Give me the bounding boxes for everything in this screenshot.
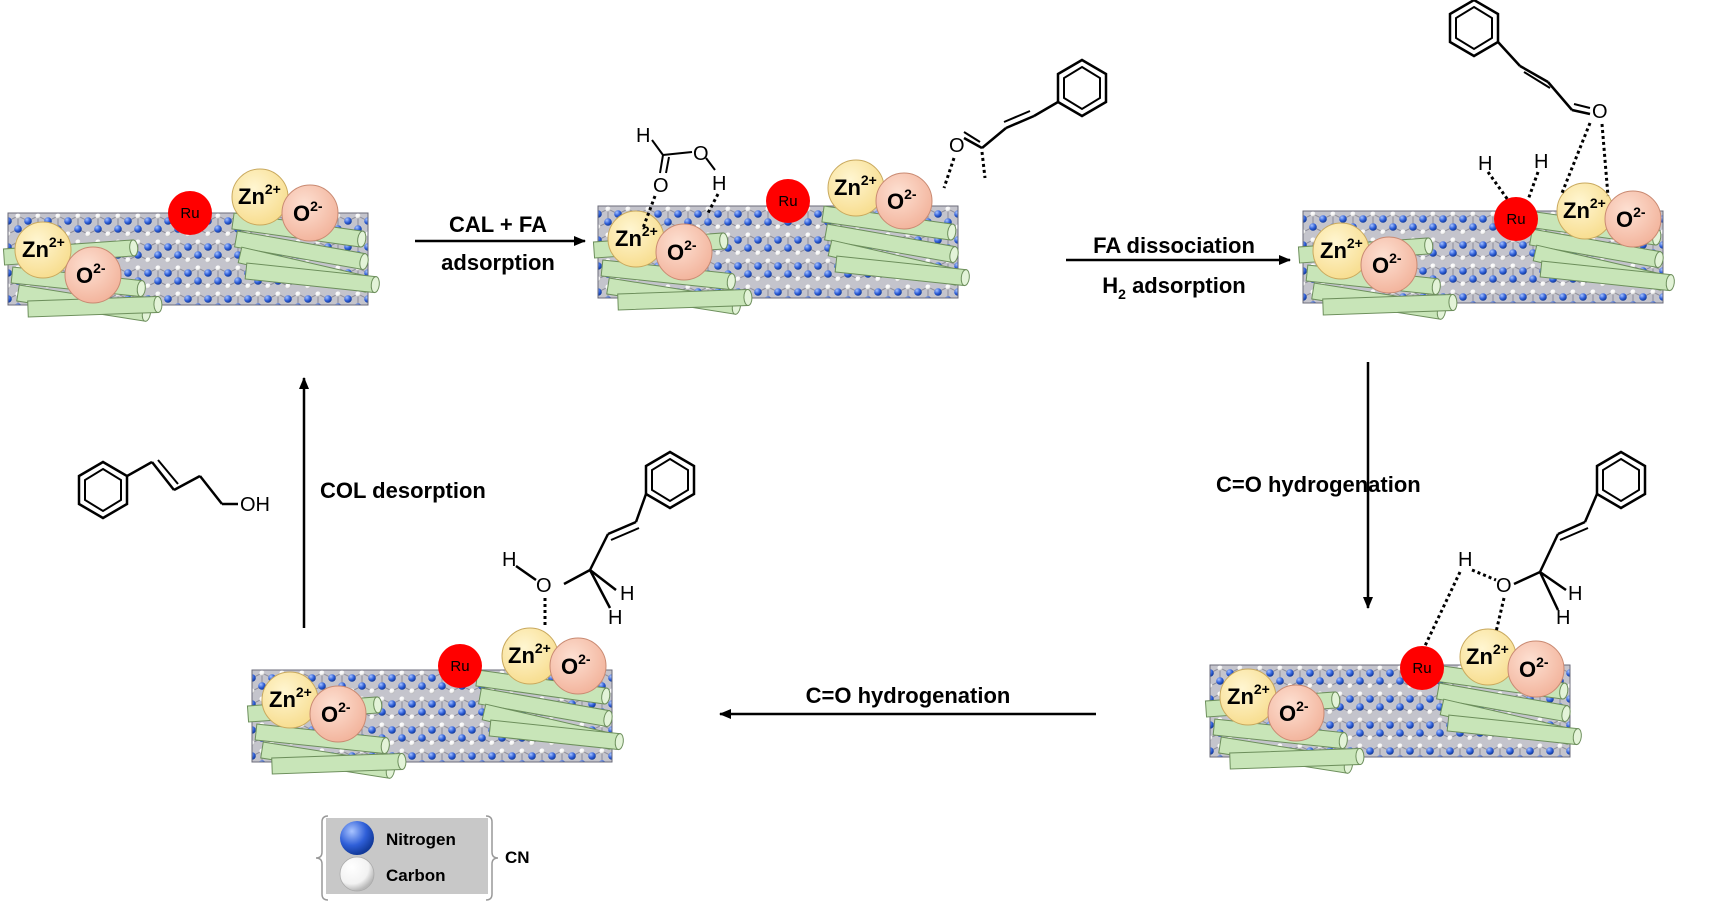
arrow-adsorption-label-1: CAL + FA	[449, 212, 547, 237]
cal-o: O	[949, 135, 965, 157]
alkoxy-o: O	[1496, 575, 1512, 597]
ch-h-1: H	[620, 583, 634, 605]
o-ion-left-label: O2-	[1372, 250, 1402, 278]
o-ion-right	[1507, 640, 1565, 698]
fa-h1: H	[636, 125, 650, 147]
ru-label: Ru	[1412, 660, 1431, 677]
arrow-fa-dissociation: FA dissociation H2 adsorption	[1066, 233, 1291, 302]
zn-ion-left-label: Zn2+	[269, 684, 312, 712]
fa-o-carbonyl: O	[653, 175, 669, 197]
arrow-adsorption: CAL + FA adsorption	[415, 212, 586, 275]
arrow-fa-dissociation-label-1: FA dissociation	[1093, 233, 1255, 258]
zn-ion-left	[14, 221, 72, 279]
o-ion-right	[281, 184, 339, 242]
h-atom-2: H	[1534, 151, 1548, 173]
fa-o-hydroxyl: O	[693, 143, 709, 165]
o-ion-left-label: O2-	[321, 699, 351, 727]
o-ion-left-label: O2-	[76, 260, 106, 288]
state-1-catalyst: Ru Zn2+ O2- Zn2+ O2-	[3, 168, 380, 322]
col-o: O	[536, 575, 552, 597]
zn-ion-left-label: Zn2+	[1227, 681, 1270, 709]
ru-atom	[1494, 197, 1538, 241]
state-3-catalyst: Ru Zn2+ O2- Zn2+ O2-	[1298, 182, 1675, 320]
ru-atom	[766, 179, 810, 223]
zn-ion-right-label: Zn2+	[1563, 195, 1606, 223]
zn-ion-left-label: Zn2+	[1320, 235, 1363, 263]
o-ion-right-label: O2-	[887, 186, 917, 214]
arrow-co-hydrogenation-down-label: C=O hydrogenation	[1216, 472, 1421, 497]
o-ion-left-label: O2-	[1279, 698, 1309, 726]
carbon-swatch	[339, 856, 375, 892]
ru-atom	[1400, 646, 1444, 690]
o-ion-right-label: O2-	[293, 198, 323, 226]
cal-o: O	[1592, 101, 1608, 123]
o-ion-left	[309, 685, 367, 743]
o-ion-right	[549, 637, 607, 695]
zn-ion-right-label: Zn2+	[238, 181, 281, 209]
ru-atom	[438, 644, 482, 688]
zn-ion-right-label: Zn2+	[508, 640, 551, 668]
nitrogen-swatch	[340, 821, 374, 855]
ru-label: Ru	[180, 205, 199, 222]
ru-label: Ru	[1506, 211, 1525, 228]
fa-h2: H	[712, 173, 726, 195]
o-ion-right	[1604, 190, 1662, 248]
legend-nitrogen-label: Nitrogen	[386, 830, 456, 849]
zn-ion-left-label: Zn2+	[615, 223, 658, 251]
col-oh-h: H	[502, 549, 516, 571]
legend-carbon-label: Carbon	[386, 866, 446, 885]
h-atom-1: H	[1478, 153, 1492, 175]
cinnamyl-alcohol-adsorbed-molecule: O H H H	[502, 450, 696, 629]
o-ion-left	[64, 246, 122, 304]
zn-ion-right-label: Zn2+	[1466, 641, 1509, 669]
ru-label: Ru	[450, 658, 469, 675]
arrow-col-desorption-label: COL desorption	[320, 478, 486, 503]
o-ion-left-label: O2-	[667, 237, 697, 265]
product-oh: OH	[240, 494, 270, 516]
cinnamyl-alcohol-product: OH	[77, 459, 270, 520]
arrow-co-hydrogenation-down: C=O hydrogenation	[1216, 362, 1421, 609]
state-2-catalyst: Ru Zn2+ O2- Zn2+ O2-	[593, 159, 970, 315]
ch-h-2: H	[1556, 607, 1570, 629]
legend-cn-label: CN	[505, 848, 530, 867]
state-4-catalyst: Ru Zn2+ O2- Zn2+ O2-	[1205, 628, 1582, 774]
zn-ion-right-label: Zn2+	[834, 172, 877, 200]
arrow-co-hydrogenation-left: C=O hydrogenation	[719, 683, 1096, 719]
cinnamaldehyde-molecule: O	[942, 58, 1108, 189]
arrow-fa-dissociation-label-2: H2 adsorption	[1102, 273, 1245, 302]
arrow-adsorption-label-2: adsorption	[441, 250, 555, 275]
o-ion-left	[1360, 236, 1418, 294]
ch-h-2: H	[608, 607, 622, 629]
legend: Nitrogen Carbon CN	[315, 815, 530, 901]
cinnamaldehyde-h2-molecule: O H H	[1448, 0, 1610, 201]
state-5-catalyst: Ru Zn2+ O2- Zn2+ O2-	[247, 627, 624, 779]
o-ion-right-label: O2-	[1616, 204, 1646, 232]
alkoxy-intermediate-molecule: O H H H	[1422, 450, 1647, 649]
o-ion-right	[875, 172, 933, 230]
zn-ion-left-label: Zn2+	[22, 234, 65, 262]
ru-atom	[168, 191, 212, 235]
ru-label: Ru	[778, 193, 797, 210]
o-ion-left	[655, 223, 713, 281]
o-ion-left	[1267, 684, 1325, 742]
alkoxy-h: H	[1458, 549, 1472, 571]
o-ion-right-label: O2-	[561, 651, 591, 679]
o-ion-right-label: O2-	[1519, 654, 1549, 682]
formic-acid-molecule: H O O H	[636, 125, 726, 229]
arrow-co-hydrogenation-left-label: C=O hydrogenation	[806, 683, 1011, 708]
ch-h-1: H	[1568, 583, 1582, 605]
arrow-col-desorption: COL desorption	[299, 377, 486, 628]
